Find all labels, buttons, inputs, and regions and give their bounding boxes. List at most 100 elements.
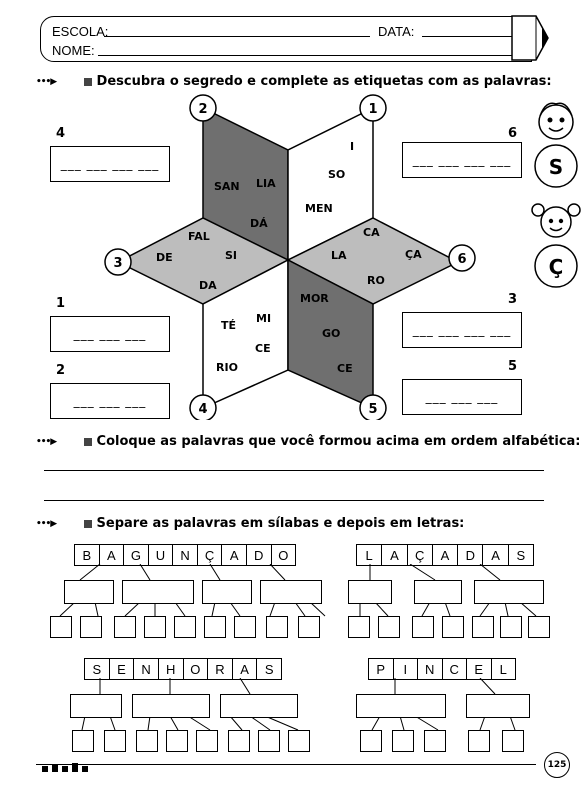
letter-s-ball: S (534, 144, 578, 188)
label-box-1[interactable]: ___ ___ ___ (50, 316, 170, 352)
letter-box[interactable] (204, 616, 226, 638)
syllable: CA (363, 226, 380, 239)
syllable: CE (255, 342, 271, 355)
letter-box[interactable] (266, 616, 288, 638)
syllable: TÉ (221, 319, 236, 332)
syllable-box[interactable] (64, 580, 114, 604)
bullet-icon: •••▶ (36, 436, 57, 447)
letter-box[interactable] (472, 616, 494, 638)
syllable: DA (199, 279, 217, 292)
syllable-box[interactable] (220, 694, 298, 718)
letter-box[interactable] (468, 730, 490, 752)
syllable: LA (331, 249, 347, 262)
letter-box[interactable] (136, 730, 158, 752)
label-box-2[interactable]: ___ ___ ___ (50, 383, 170, 419)
label-dashes: ___ ___ ___ ___ (412, 153, 512, 167)
syllable: SAN (214, 180, 240, 193)
letter-cell: Ç (408, 545, 433, 565)
letter-box[interactable] (528, 616, 550, 638)
answer-line-1[interactable] (44, 470, 544, 471)
date-label: DATA: (378, 24, 415, 39)
svg-text:6: 6 (457, 252, 466, 267)
letter-cell: A (382, 545, 408, 565)
rhombus-bottom-right (287, 258, 374, 410)
pencil-icon (511, 15, 549, 61)
letter-box[interactable] (144, 616, 166, 638)
letter-cell: Ç (198, 545, 223, 565)
syllable: I (350, 140, 354, 153)
label-number: 4 (56, 126, 66, 141)
letter-box[interactable] (196, 730, 218, 752)
letter-box[interactable] (72, 730, 94, 752)
syllable-box[interactable] (132, 694, 210, 718)
svg-text:4: 4 (198, 402, 207, 417)
letter-box[interactable] (378, 616, 400, 638)
letter-box[interactable] (392, 730, 414, 752)
instruction-1-text: Descubra o segredo e complete as etiquet… (96, 74, 552, 89)
word-lacadas: L A Ç A D A S (356, 544, 534, 566)
vertex-6: 6 (448, 244, 476, 272)
syllable-box[interactable] (356, 694, 446, 718)
letter-box[interactable] (258, 730, 280, 752)
label-box-5[interactable]: ___ ___ ___ (402, 379, 522, 415)
vertex-3: 3 (104, 248, 132, 276)
date-field[interactable] (422, 36, 512, 37)
letter-box[interactable] (298, 616, 320, 638)
label-dashes: ___ ___ ___ ___ (412, 323, 512, 337)
syllable-box[interactable] (122, 580, 194, 604)
letter-cell: D (458, 545, 484, 565)
svg-text:Ç: Ç (549, 255, 564, 279)
syllable: SO (328, 168, 345, 181)
label-box-6[interactable]: ___ ___ ___ ___ (402, 142, 522, 178)
syllable-box[interactable] (466, 694, 530, 718)
letter-box[interactable] (234, 616, 256, 638)
letter-cell: N (134, 659, 159, 679)
label-box-3[interactable]: ___ ___ ___ ___ (402, 312, 522, 348)
letter-box[interactable] (104, 730, 126, 752)
letter-cell: A (100, 545, 125, 565)
letter-box[interactable] (442, 616, 464, 638)
tree-lines-2 (359, 564, 537, 617)
label-box-4[interactable]: ___ ___ ___ ___ (50, 146, 170, 182)
letter-cell: N (173, 545, 198, 565)
syllable-box[interactable] (414, 580, 462, 604)
svg-text:1: 1 (368, 102, 377, 117)
answer-line-2[interactable] (44, 500, 544, 501)
letter-box[interactable] (114, 616, 136, 638)
svg-text:5: 5 (368, 402, 377, 417)
bullet-icon: •••▶ (36, 76, 57, 87)
syllable-box[interactable] (474, 580, 544, 604)
syllable: RO (367, 274, 385, 287)
publisher-logo-icon (42, 763, 88, 772)
letter-box[interactable] (166, 730, 188, 752)
letter-cell: D (247, 545, 272, 565)
letter-cell: O (278, 547, 289, 563)
name-field[interactable] (98, 55, 512, 56)
letter-box[interactable] (424, 730, 446, 752)
letter-cell: P (369, 659, 394, 679)
letter-box[interactable] (502, 730, 524, 752)
syllable-box[interactable] (202, 580, 252, 604)
word-pincel: P I N C E L (368, 658, 516, 680)
letter-box[interactable] (412, 616, 434, 638)
letter-cell: A (233, 659, 258, 679)
letter-box[interactable] (228, 730, 250, 752)
letter-box[interactable] (360, 730, 382, 752)
syllable-box[interactable] (348, 580, 392, 604)
svg-text:S: S (549, 155, 563, 179)
letter-cell: B (75, 545, 100, 565)
name-label: NOME: (52, 43, 95, 58)
syllable-box[interactable] (260, 580, 322, 604)
syllable-box[interactable] (70, 694, 122, 718)
school-field[interactable] (104, 36, 370, 37)
word-baguncado: B A G U N Ç A D O (74, 544, 296, 566)
label-dashes: ___ ___ ___ (73, 327, 147, 341)
letter-box[interactable] (50, 616, 72, 638)
syllable: MOR (300, 292, 329, 305)
tree-lines-3 (81, 678, 299, 731)
letter-box[interactable] (80, 616, 102, 638)
letter-box[interactable] (288, 730, 310, 752)
letter-box[interactable] (174, 616, 196, 638)
letter-box[interactable] (348, 616, 370, 638)
letter-box[interactable] (500, 616, 522, 638)
